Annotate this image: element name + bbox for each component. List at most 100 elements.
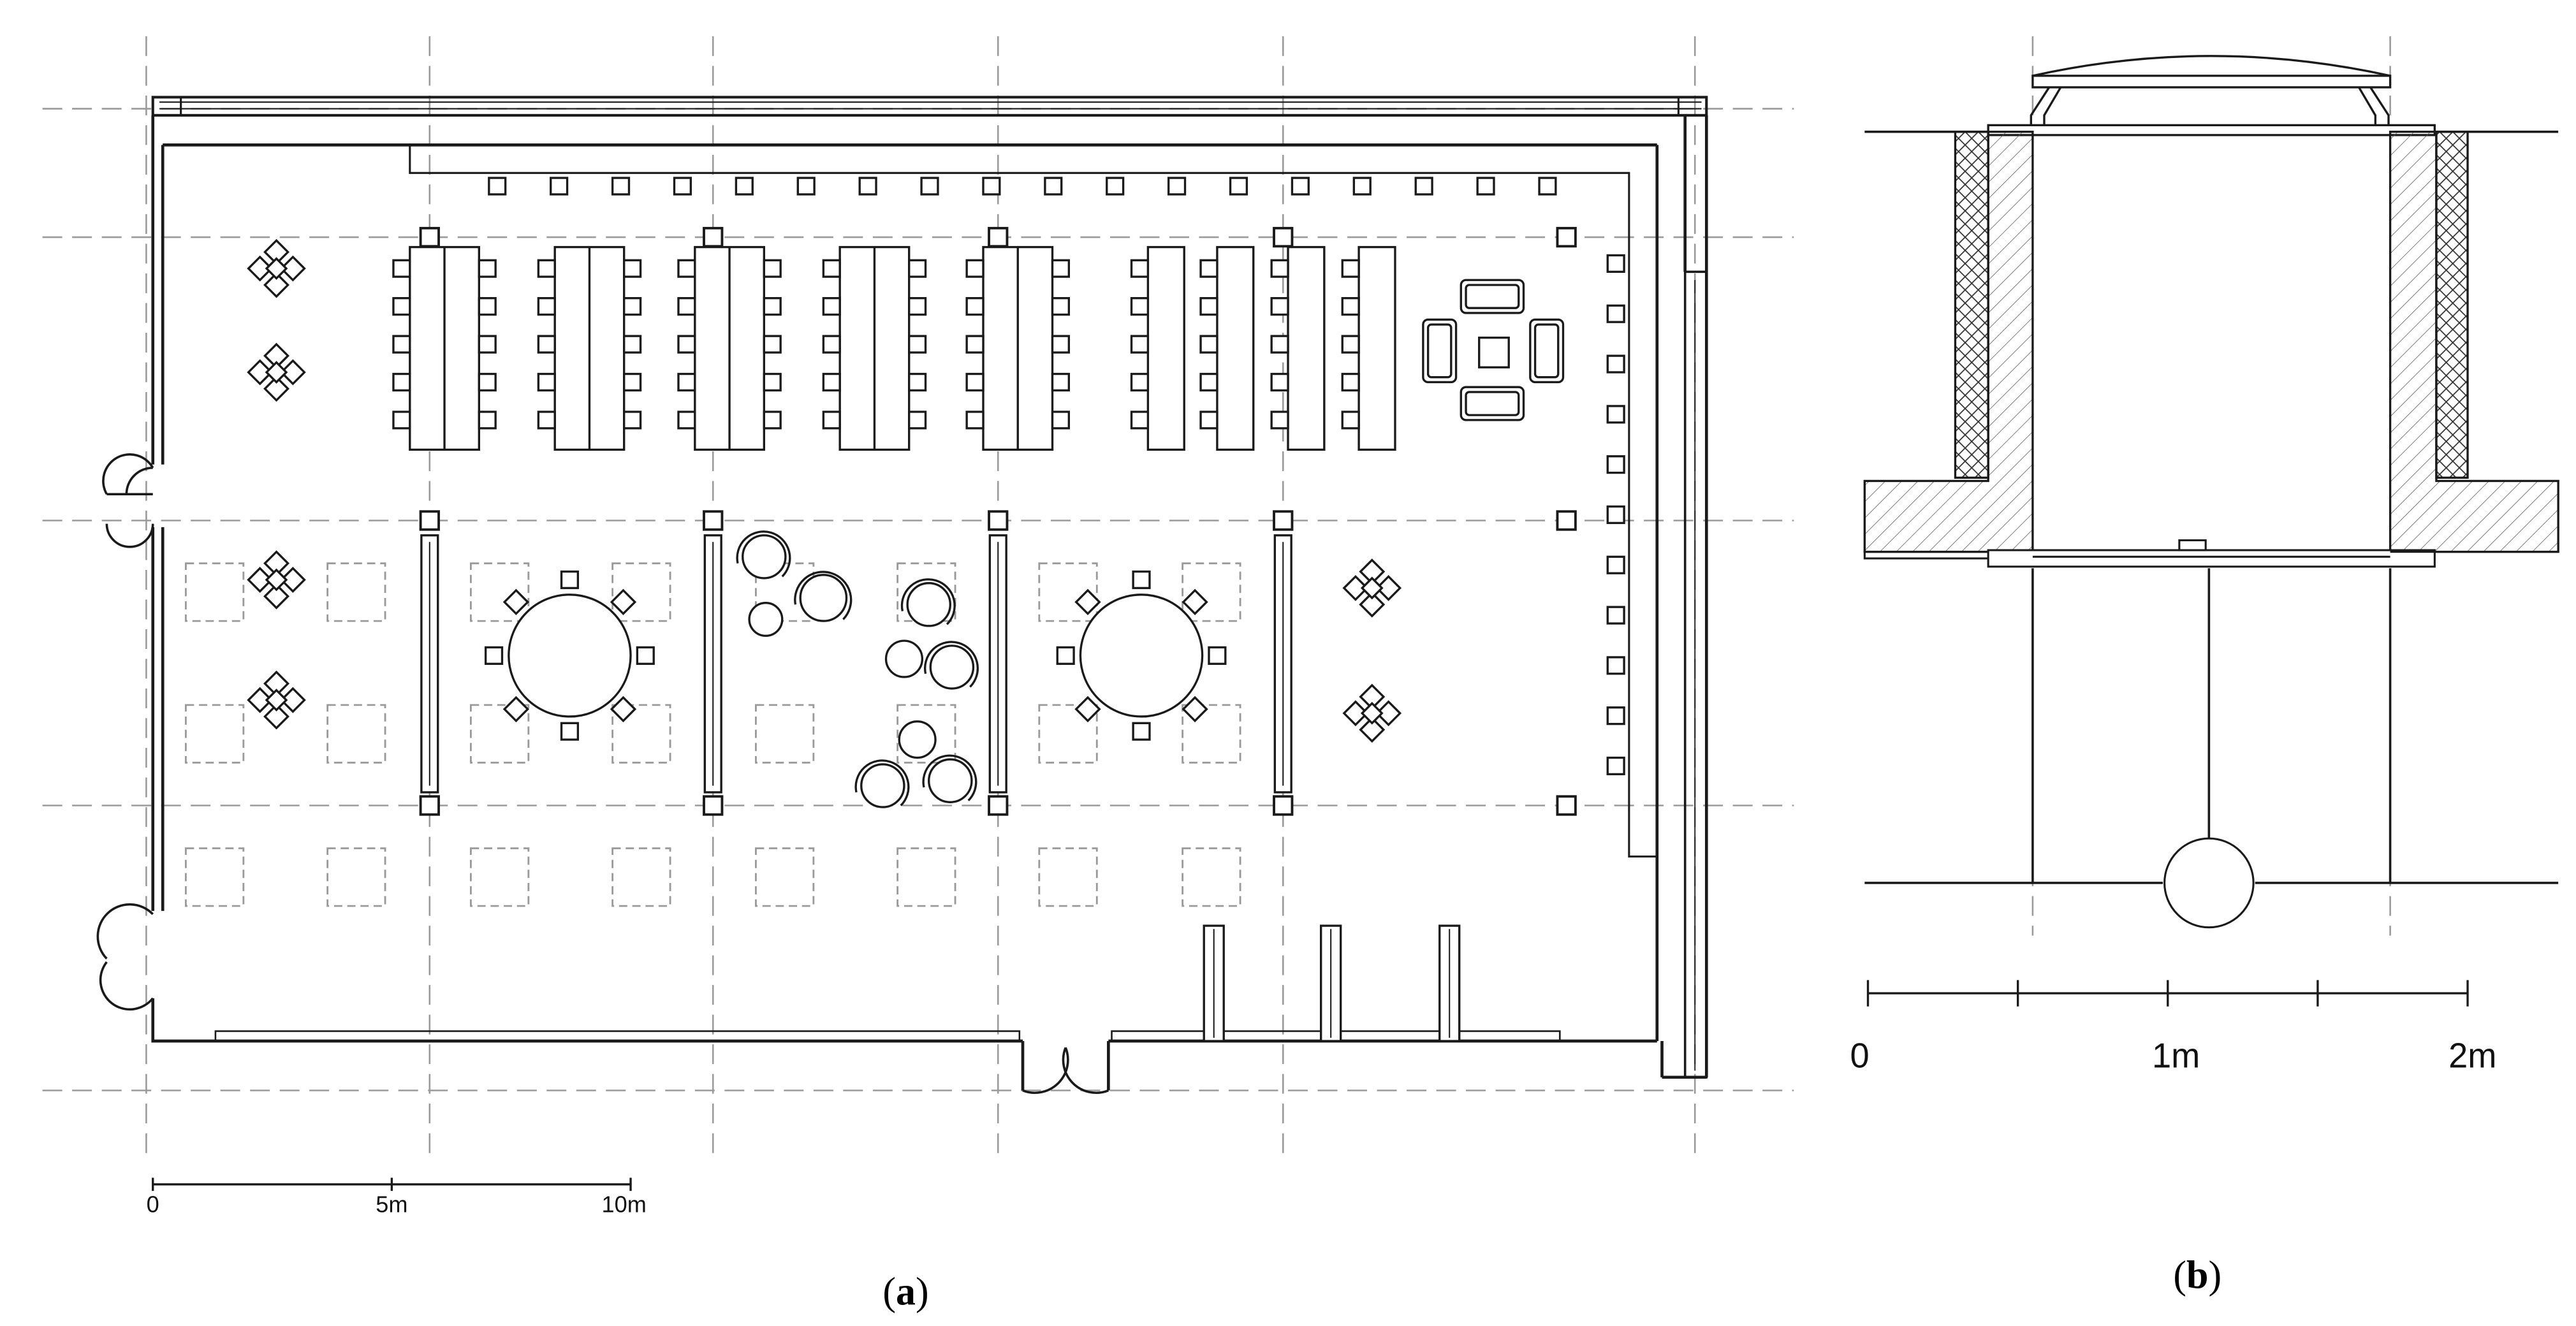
chair — [908, 335, 927, 354]
column — [703, 226, 724, 248]
wall-bracket — [1606, 756, 1625, 776]
chair — [1208, 646, 1227, 665]
stool-back — [924, 641, 979, 688]
chair — [392, 335, 411, 354]
lounge-chair — [247, 687, 274, 713]
chair — [392, 259, 411, 278]
scale-bar-a — [152, 1177, 632, 1191]
wall-bracket — [1291, 177, 1310, 196]
ceiling-panel — [754, 704, 815, 764]
chair — [822, 411, 841, 430]
scale-label-10m: 10m — [602, 1191, 647, 1218]
chair — [1199, 372, 1218, 392]
chair — [537, 411, 556, 430]
chair — [478, 411, 497, 430]
stool — [906, 582, 951, 627]
column — [419, 510, 440, 531]
stool-back — [900, 578, 956, 625]
chair — [763, 296, 782, 316]
lounge-chair — [1359, 591, 1386, 618]
skylight-section-panel: 0 1m 2m (b) — [1850, 36, 2559, 1297]
ceiling-panel — [1182, 704, 1241, 764]
stool — [929, 645, 975, 690]
chair — [677, 372, 696, 392]
shaft-walls — [1863, 131, 2559, 553]
side-table — [265, 361, 288, 384]
chair — [610, 588, 637, 615]
chair — [763, 372, 782, 392]
lounge-chair — [279, 687, 306, 713]
chair — [484, 646, 504, 665]
chair — [1199, 259, 1218, 278]
scale-label-2m: 2m — [2448, 1037, 2496, 1075]
chair — [1130, 335, 1150, 354]
stool — [898, 720, 937, 759]
side-table — [1360, 576, 1384, 600]
chair — [1056, 646, 1075, 665]
chair — [1051, 335, 1071, 354]
ceiling-panel — [1038, 847, 1098, 907]
wall-bracket — [1044, 177, 1063, 196]
ceiling-panel — [326, 562, 386, 622]
chair — [677, 411, 696, 430]
chair — [1132, 722, 1151, 741]
wall-bracket — [550, 177, 569, 196]
chair — [636, 646, 655, 665]
chair — [502, 588, 530, 615]
chair — [1270, 372, 1289, 392]
ceiling-panel — [469, 562, 530, 622]
side-table — [265, 257, 288, 280]
ceiling-panel — [896, 847, 956, 907]
lounge-chair — [247, 255, 274, 282]
stool — [884, 639, 924, 678]
chair — [1341, 259, 1360, 278]
furniture — [184, 177, 1625, 1042]
column — [703, 510, 724, 531]
wall-bracket — [611, 177, 631, 196]
wall-bracket — [1606, 555, 1625, 574]
chair — [1132, 570, 1151, 590]
ceiling-panel — [326, 704, 386, 764]
ceiling-panel — [896, 704, 956, 764]
chair — [1270, 335, 1289, 354]
stool-back — [794, 571, 853, 620]
wall-bracket — [1606, 505, 1625, 525]
column — [419, 226, 440, 248]
ceiling-panel — [184, 562, 245, 622]
lounge-chair — [263, 375, 289, 402]
lounge-chair — [1342, 700, 1369, 727]
wall-bracket — [1352, 177, 1372, 196]
wall-bracket — [1606, 354, 1625, 374]
column — [1556, 510, 1577, 531]
table — [1358, 245, 1396, 451]
chair — [1199, 296, 1218, 316]
wall-bracket — [673, 177, 692, 196]
doors — [96, 453, 1109, 1094]
chair — [1074, 588, 1101, 615]
chair — [392, 296, 411, 316]
chair — [478, 296, 497, 316]
chair — [1051, 259, 1071, 278]
chair — [965, 259, 984, 278]
chair — [1182, 696, 1208, 723]
column — [703, 795, 724, 816]
chair — [478, 372, 497, 392]
ceiling-panel — [1182, 562, 1241, 622]
wall-bracket — [1229, 177, 1248, 196]
armchair-seat — [1465, 391, 1520, 416]
chair — [623, 372, 642, 392]
ceiling-panel — [1182, 847, 1241, 907]
chair — [763, 335, 782, 354]
column — [988, 795, 1009, 816]
chair — [1199, 335, 1218, 354]
table — [1287, 245, 1326, 451]
chair — [560, 570, 580, 590]
caption-b: (b) — [2173, 1254, 2221, 1297]
caption-a-letter: a — [896, 1270, 916, 1313]
wall-bracket — [1606, 656, 1625, 675]
scale-label-0: 0 — [147, 1191, 159, 1218]
ceiling-panel — [469, 704, 530, 764]
wall-bracket — [488, 177, 507, 196]
chair — [537, 372, 556, 392]
